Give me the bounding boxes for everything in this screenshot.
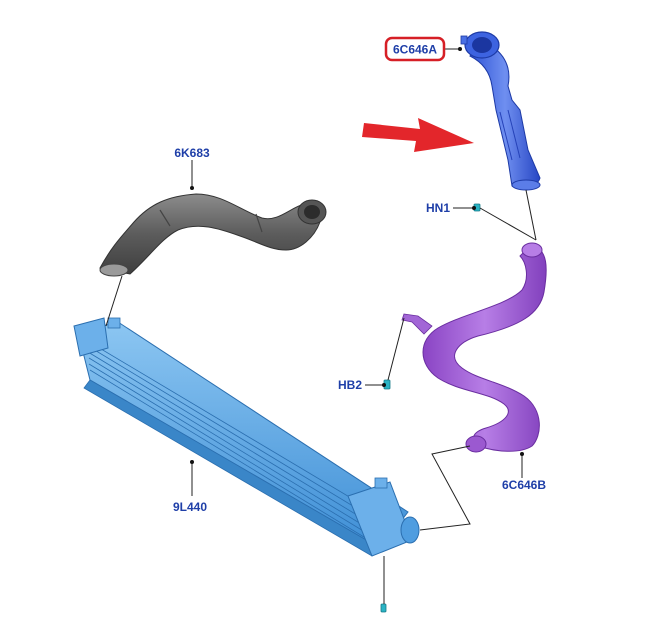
indicator-arrow bbox=[362, 118, 474, 152]
label-6c646b[interactable]: 6C646B bbox=[502, 478, 546, 492]
part-6c646b-hose[interactable] bbox=[401, 242, 547, 453]
label-hn1[interactable]: HN1 bbox=[426, 201, 450, 215]
part-6k683-hose[interactable] bbox=[99, 193, 327, 277]
label-6k683[interactable]: 6K683 bbox=[174, 146, 210, 160]
part-6c646a-hose[interactable] bbox=[460, 31, 541, 191]
leader-lines bbox=[105, 47, 537, 604]
label-hb2[interactable]: HB2 bbox=[338, 378, 362, 392]
label-6c646a-text: 6C646A bbox=[393, 43, 437, 57]
label-6c646a[interactable]: 6C646A bbox=[384, 36, 446, 62]
label-9l440[interactable]: 9L440 bbox=[173, 500, 207, 514]
part-9l440-intercooler[interactable] bbox=[73, 317, 420, 557]
part-bottom-clip bbox=[380, 603, 387, 613]
